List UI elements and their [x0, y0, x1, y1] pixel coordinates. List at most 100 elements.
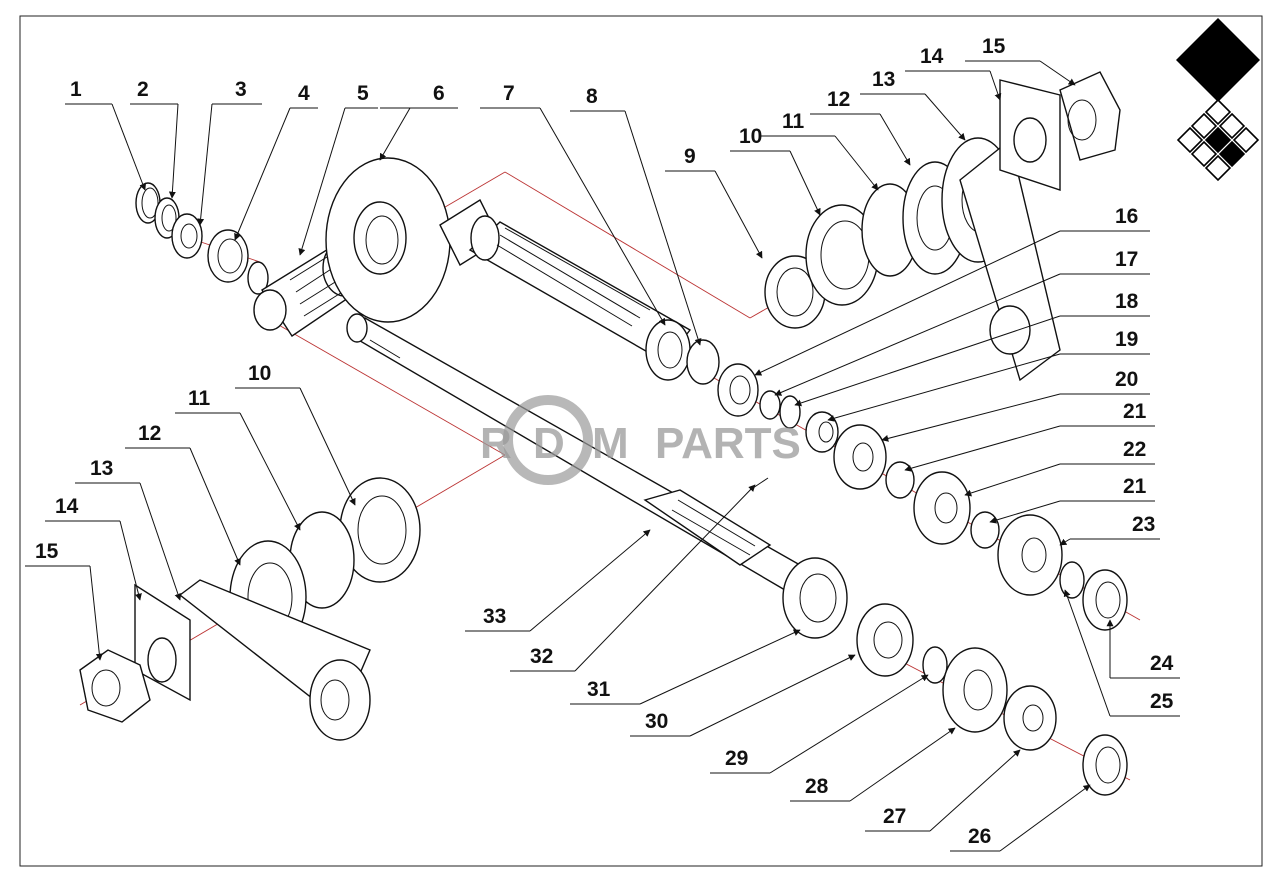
callout-10: 10 — [730, 125, 821, 216]
callout-11: 11 — [175, 387, 301, 531]
callout-30: 30 — [630, 654, 856, 737]
callout-3: 3 — [197, 78, 262, 226]
callout-number: 8 — [586, 85, 598, 108]
brand-logo — [1176, 18, 1260, 182]
callout-11: 11 — [760, 110, 879, 191]
callout-15: 15 — [965, 35, 1076, 86]
callout-leader — [714, 170, 763, 259]
part-bearing-group-9-13 — [764, 71, 1121, 382]
callout-number: 31 — [587, 678, 611, 701]
callout-16: 16 — [754, 205, 1150, 376]
callout-29: 29 — [710, 674, 929, 774]
callout-number: 29 — [725, 747, 748, 770]
callout-leader — [774, 273, 1061, 396]
callout-27: 27 — [865, 749, 1021, 832]
callout-number: 15 — [982, 35, 1006, 58]
callout-number: 32 — [530, 645, 553, 668]
callout-22: 22 — [964, 438, 1155, 497]
callout-1: 1 — [65, 78, 147, 191]
callout-leader — [624, 110, 702, 346]
callout-number: 28 — [805, 775, 829, 798]
callout-19: 19 — [827, 328, 1150, 422]
callout-leader — [197, 103, 213, 226]
callout-number: 21 — [1123, 400, 1147, 423]
callout-leader — [1063, 589, 1111, 717]
callout-17: 17 — [774, 248, 1150, 396]
callout-leader — [849, 727, 956, 802]
callout-number: 16 — [1115, 205, 1138, 228]
callout-28: 28 — [790, 727, 956, 802]
part-circlips-1-3 — [135, 182, 269, 295]
callout-number: 10 — [248, 362, 271, 385]
callout-leader — [379, 107, 411, 161]
callout-number: 17 — [1115, 248, 1138, 271]
part-gear-stack-26-30 — [856, 603, 1128, 796]
callout-number: 20 — [1115, 368, 1138, 391]
callout-leader — [298, 107, 346, 256]
callout-15: 15 — [25, 540, 103, 661]
callout-leader — [754, 230, 1061, 376]
callout-leader — [999, 784, 1091, 852]
callout-leader — [299, 387, 356, 506]
callout-number: 10 — [739, 125, 762, 148]
callout-leader — [1039, 60, 1076, 86]
callout-number: 5 — [357, 82, 369, 105]
callout-7: 7 — [480, 82, 666, 326]
frame-border — [19, 15, 1263, 867]
callout-number: 1 — [70, 78, 82, 101]
callout-25: 25 — [1063, 589, 1180, 717]
callout-31: 31 — [570, 629, 801, 705]
callout-number: 23 — [1132, 513, 1155, 536]
callout-number: 15 — [35, 540, 59, 563]
part-upper-shaft-7 — [468, 215, 720, 385]
callout-23: 23 — [1059, 513, 1160, 546]
part-bearing-group-lower-left — [79, 477, 421, 741]
watermark-letter-d: D — [533, 419, 565, 468]
callout-leader — [574, 484, 756, 672]
callout-number: 2 — [137, 78, 149, 101]
callout-18: 18 — [794, 290, 1150, 407]
callout-number: 30 — [645, 710, 668, 733]
callout-13: 13 — [75, 457, 182, 601]
callout-number: 26 — [968, 825, 991, 848]
callout-4: 4 — [234, 82, 318, 241]
callout-6: 6 — [379, 82, 458, 161]
callout-number: 21 — [1123, 475, 1147, 498]
callout-10: 10 — [235, 362, 356, 506]
callout-21: 21 — [904, 400, 1155, 472]
callout-24: 24 — [1106, 619, 1180, 679]
callout-leader — [529, 529, 651, 632]
callout-leader — [879, 113, 911, 166]
callout-leader — [639, 629, 801, 705]
callout-number: 19 — [1115, 328, 1138, 351]
callout-leader — [168, 103, 179, 199]
callout-12: 12 — [125, 422, 241, 566]
callout-number: 3 — [235, 78, 247, 101]
callout-number: 22 — [1123, 438, 1146, 461]
callout-2: 2 — [130, 78, 179, 199]
callout-number: 4 — [298, 82, 310, 105]
callout-leader — [689, 654, 856, 737]
callout-leader — [924, 93, 966, 141]
callout-leader — [881, 393, 1061, 442]
callout-number: 25 — [1150, 690, 1174, 713]
callout-leader — [111, 103, 147, 191]
callout-leader — [769, 674, 929, 774]
callout-leader — [119, 520, 142, 601]
callout-number: 14 — [920, 45, 944, 68]
callout-number: 13 — [90, 457, 113, 480]
callout-number: 13 — [872, 68, 895, 91]
callout-leader — [904, 425, 1061, 472]
callout-14: 14 — [905, 45, 1002, 101]
callout-number: 9 — [684, 145, 696, 168]
callout-leader — [139, 482, 182, 601]
watermark: R D M PARTS — [480, 395, 801, 485]
callout-leader — [789, 150, 821, 216]
callout-number: 27 — [883, 805, 906, 828]
callout-21: 21 — [989, 475, 1155, 524]
callout-leader — [89, 565, 103, 661]
callout-number: 6 — [433, 82, 445, 105]
callout-leader — [794, 315, 1061, 407]
